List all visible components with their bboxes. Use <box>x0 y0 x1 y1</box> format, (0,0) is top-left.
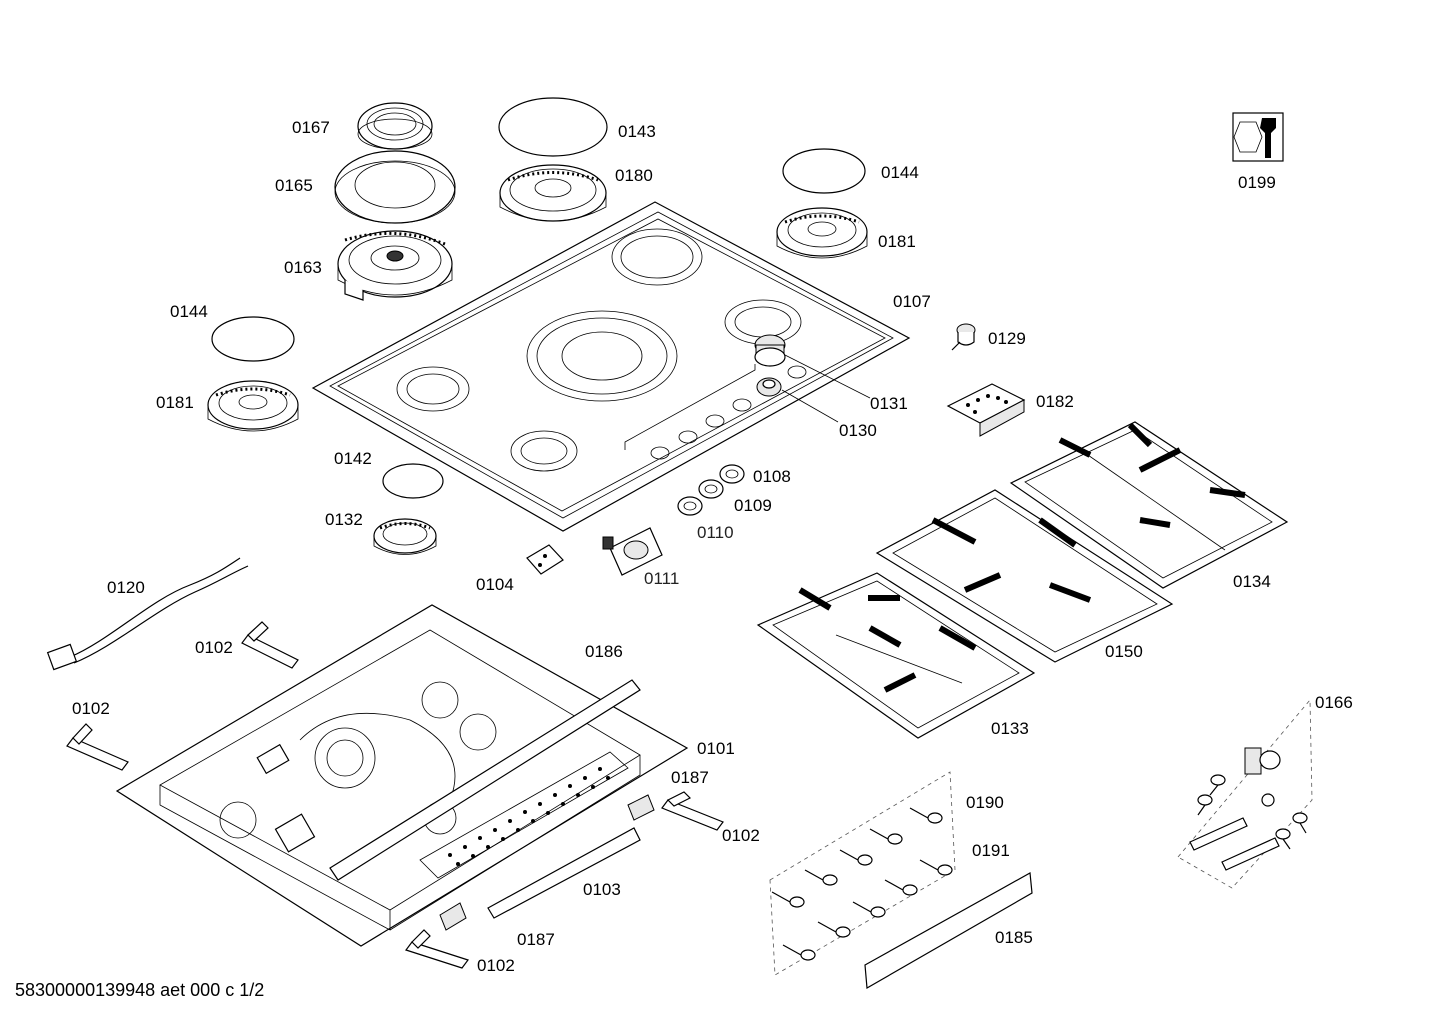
part-label-0182: 0182 <box>1036 392 1074 411</box>
seal-rings <box>677 464 745 516</box>
part-label-0101: 0101 <box>697 739 735 758</box>
part-label-0142: 0142 <box>334 449 372 468</box>
burner-0181-left <box>207 380 299 432</box>
screw-set <box>769 771 956 976</box>
burner-cap-0144-right <box>782 148 866 194</box>
clamp-0187-a <box>627 794 655 821</box>
part-label-0186: 0186 <box>585 642 623 661</box>
part-label-0187-b: 0187 <box>517 930 555 949</box>
part-label-0102-b: 0102 <box>72 699 110 718</box>
wok-burner-0163 <box>337 230 453 301</box>
part-0129 <box>951 323 976 351</box>
conversion-kit-0166 <box>1177 698 1313 889</box>
part-label-0199: 0199 <box>1238 173 1276 192</box>
part-label-0134: 0134 <box>1233 572 1271 591</box>
strip-0103 <box>487 827 641 919</box>
hob-top-plate <box>311 201 911 532</box>
part-label-0103: 0103 <box>583 880 621 899</box>
burner-cap-0142 <box>382 463 444 499</box>
burner-ring-0167 <box>357 102 433 150</box>
part-label-0167: 0167 <box>292 118 330 137</box>
pan-support-0134 <box>1009 421 1289 589</box>
part-label-0185: 0185 <box>995 928 1033 947</box>
part-label-0131: 0131 <box>870 394 908 413</box>
wrench-nut-icon <box>1232 112 1284 162</box>
part-label-0181-left: 0181 <box>156 393 194 412</box>
burner-0180 <box>499 164 607 222</box>
part-label-0144-right: 0144 <box>881 163 919 182</box>
burner-cap-0143 <box>498 97 608 157</box>
part-label-0110: 0110 <box>697 523 734 542</box>
part-label-0150: 0150 <box>1105 642 1143 661</box>
pan-support-0133 <box>756 572 1036 739</box>
part-label-0133: 0133 <box>991 719 1029 738</box>
document-reference: 58300000139948 aet 000 c 1/2 <box>15 980 265 1000</box>
part-label-0144-left: 0144 <box>170 302 208 321</box>
part-label-0165: 0165 <box>275 176 313 195</box>
part-label-0109: 0109 <box>734 496 772 515</box>
part-label-0120: 0120 <box>107 578 145 597</box>
part-label-0166: 0166 <box>1315 693 1353 712</box>
part-label-0102-a: 0102 <box>195 638 233 657</box>
clip-0102-d <box>405 929 469 969</box>
part-label-0130: 0130 <box>839 421 877 440</box>
burner-cap-0144-left <box>211 316 295 362</box>
power-cable-0120 <box>46 557 249 671</box>
clip-0102-b <box>66 723 129 771</box>
strip-0185 <box>864 872 1033 989</box>
part-label-0104: 0104 <box>476 575 514 594</box>
burner-0132 <box>373 518 437 555</box>
part-label-0111: 0111 <box>644 569 679 588</box>
part-label-0129: 0129 <box>988 329 1026 348</box>
ignition-module-0182 <box>946 383 1026 437</box>
part-label-0132: 0132 <box>325 510 363 529</box>
part-label-0190: 0190 <box>966 793 1004 812</box>
burner-0181-right <box>776 207 868 259</box>
part-label-0107: 0107 <box>893 292 931 311</box>
knob-parts <box>754 334 871 423</box>
bracket-0104 <box>526 544 564 575</box>
clip-0102-a <box>241 621 299 669</box>
clamp-0187-b <box>439 902 467 931</box>
part-label-0163: 0163 <box>284 258 322 277</box>
part-label-0102-c: 0102 <box>722 826 760 845</box>
clip-0102-c <box>661 791 724 831</box>
base-tray-0101 <box>115 604 689 947</box>
part-label-0181-right: 0181 <box>878 232 916 251</box>
part-label-0108: 0108 <box>753 467 791 486</box>
burner-ring-0165 <box>334 150 456 224</box>
part-label-0143: 0143 <box>618 122 656 141</box>
valve-0111 <box>602 527 663 576</box>
pan-support-0150 <box>875 489 1174 663</box>
part-label-0102-d: 0102 <box>477 956 515 975</box>
part-label-0187-a: 0187 <box>671 768 709 787</box>
part-label-0191: 0191 <box>972 841 1010 860</box>
strip-0186 <box>329 679 641 881</box>
part-label-0180: 0180 <box>615 166 653 185</box>
